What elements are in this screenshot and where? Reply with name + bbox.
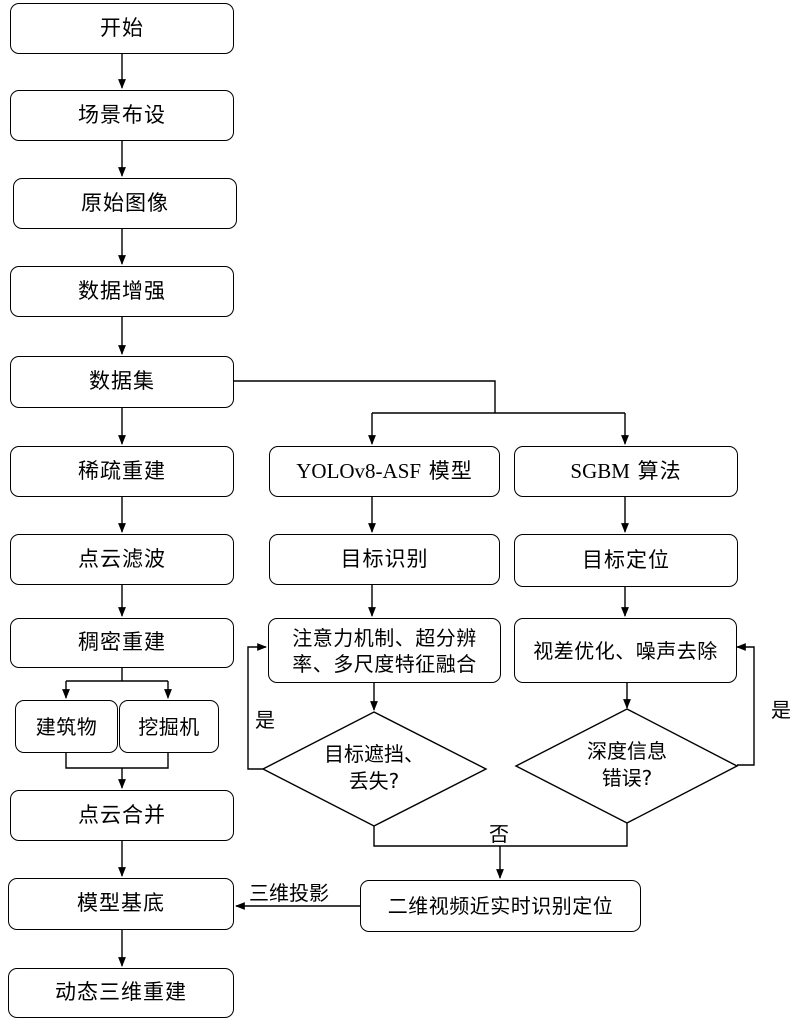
edge-dataset-branch (233, 380, 496, 413)
sparse-reconstruction-label: 稀疏重建 (78, 458, 166, 483)
target-recognition-node: 目标识别 (269, 534, 500, 585)
decision-depth-error-shape (514, 708, 739, 824)
attention-mechanism-node: 注意力机制、超分辨 率、多尺度特征融合 (268, 618, 501, 683)
decision-occlusion-shape (261, 711, 488, 827)
disparity-optimization-label: 视差优化、噪声去除 (533, 638, 718, 663)
scene-setup-label: 场景布设 (78, 102, 166, 127)
raw-images-node: 原始图像 (13, 178, 237, 229)
point-cloud-filtering-node: 点云滤波 (10, 534, 234, 585)
edge-depth-yes-loop (736, 643, 755, 766)
occlusion-decision-text: 目标遮挡、 丢失? (294, 741, 454, 795)
model-base-label: 模型基底 (77, 891, 165, 916)
excavator-label: 挖掘机 (138, 714, 200, 739)
target-localization-node: 目标定位 (514, 534, 738, 587)
yolo-model-cn: 模型 (421, 458, 473, 483)
occlusion-line-2: 丢失? (348, 769, 400, 793)
sgbm-algorithm-node: SGBM 算法 (514, 446, 738, 497)
building-node: 建筑物 (15, 700, 118, 753)
model-base-node: 模型基底 (8, 878, 234, 930)
attention-line-1: 注意力机制、超分辨 (292, 625, 477, 650)
dense-reconstruction-node: 稠密重建 (10, 618, 234, 668)
depth-error-line-1: 深度信息 (587, 739, 667, 763)
scene-setup-node: 场景布设 (10, 90, 234, 141)
excavator-node: 挖掘机 (119, 700, 219, 753)
raw-images-label: 原始图像 (81, 190, 169, 215)
attention-line-2: 率、多尺度特征融合 (292, 651, 477, 676)
occlusion-line-1: 目标遮挡、 (324, 742, 424, 766)
target-recognition-label: 目标识别 (340, 546, 429, 571)
yolo-model-latin: YOLOv8-ASF (296, 458, 422, 483)
building-label: 建筑物 (35, 714, 98, 739)
dense-reconstruction-label: 稠密重建 (78, 630, 166, 655)
point-cloud-filtering-label: 点云滤波 (78, 546, 166, 571)
dataset-node: 数据集 (10, 356, 234, 408)
point-cloud-merge-node: 点云合并 (10, 790, 234, 841)
point-cloud-merge-label: 点云合并 (78, 802, 166, 827)
sgbm-cn: 算法 (629, 458, 682, 483)
realtime-2d-video-node: 二维视频近实时识别定位 (360, 880, 641, 932)
start-node: 开始 (10, 3, 234, 54)
sparse-reconstruction-node: 稀疏重建 (10, 446, 234, 497)
data-augmentation-node: 数据增强 (10, 266, 234, 317)
data-augmentation-label: 数据增强 (78, 278, 166, 303)
realtime-2d-video-label: 二维视频近实时识别定位 (387, 894, 614, 918)
dataset-label: 数据集 (89, 369, 155, 394)
depth-error-decision-text: 深度信息 错误? (547, 738, 707, 792)
yes-right-label: 是 (771, 698, 791, 722)
dynamic-3d-reconstruction-node: 动态三维重建 (8, 968, 234, 1018)
yes-left-label: 是 (255, 708, 275, 732)
dynamic-3d-reconstruction-label: 动态三维重建 (55, 980, 187, 1005)
projection-3d-label: 三维投影 (249, 881, 329, 905)
disparity-optimization-node: 视差优化、噪声去除 (514, 618, 737, 683)
sgbm-latin: SGBM (570, 458, 630, 483)
edge-occlusion-yes-loop (247, 643, 267, 770)
start-label: 开始 (100, 15, 144, 40)
yolo-model-label: YOLOv8-ASF 模型 (296, 458, 473, 485)
edge-join-bar (65, 752, 169, 769)
target-localization-label: 目标定位 (582, 547, 670, 572)
no-label: 否 (489, 822, 509, 846)
sgbm-label: SGBM 算法 (570, 458, 681, 485)
yolo-model-node: YOLOv8-ASF 模型 (269, 446, 500, 497)
depth-error-line-2: 错误? (601, 766, 653, 790)
